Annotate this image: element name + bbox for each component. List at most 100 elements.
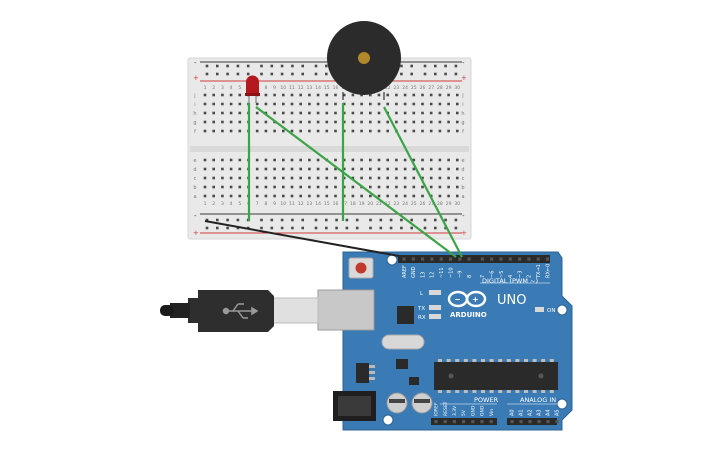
- breadboard-hole[interactable]: [334, 120, 337, 124]
- breadboard-hole[interactable]: [456, 93, 459, 97]
- rail-hole[interactable]: [335, 218, 338, 222]
- rail-hole[interactable]: [355, 226, 359, 230]
- breadboard-hole[interactable]: [447, 176, 450, 180]
- breadboard-hole[interactable]: [421, 111, 424, 115]
- breadboard-hole[interactable]: [203, 167, 207, 171]
- breadboard-hole[interactable]: [395, 93, 398, 97]
- rail-hole[interactable]: [301, 72, 304, 76]
- breadboard-hole[interactable]: [429, 176, 433, 180]
- breadboard-hole[interactable]: [282, 194, 285, 198]
- breadboard-hole[interactable]: [229, 120, 233, 124]
- rail-hole[interactable]: [216, 226, 219, 230]
- rail-hole[interactable]: [205, 226, 209, 230]
- breadboard-hole[interactable]: [386, 93, 389, 97]
- power-pin-socket[interactable]: [443, 420, 447, 424]
- breadboard-hole[interactable]: [412, 176, 416, 180]
- breadboard-hole[interactable]: [421, 176, 424, 180]
- breadboard-hole[interactable]: [264, 102, 268, 106]
- rail-hole[interactable]: [314, 64, 318, 68]
- breadboard-hole[interactable]: [377, 93, 381, 97]
- breadboard-hole[interactable]: [282, 176, 285, 180]
- breadboard-hole[interactable]: [316, 158, 320, 162]
- power-pin-socket[interactable]: [434, 420, 438, 424]
- breadboard-hole[interactable]: [308, 185, 311, 189]
- breadboard-hole[interactable]: [325, 93, 329, 97]
- rail-hole[interactable]: [270, 218, 274, 222]
- rail-hole[interactable]: [423, 64, 427, 68]
- breadboard-hole[interactable]: [412, 129, 416, 133]
- power-pin-socket[interactable]: [480, 420, 484, 424]
- rail-hole[interactable]: [236, 64, 240, 68]
- breadboard-hole[interactable]: [325, 120, 329, 124]
- breadboard-hole[interactable]: [456, 176, 459, 180]
- wires[interactable]: [204, 103, 463, 258]
- breadboard-hole[interactable]: [360, 129, 363, 133]
- breadboard-hole[interactable]: [351, 158, 355, 162]
- rail-hole[interactable]: [454, 218, 458, 222]
- breadboard-hole[interactable]: [438, 194, 442, 198]
- rail-hole[interactable]: [226, 64, 229, 68]
- breadboard-hole[interactable]: [429, 111, 433, 115]
- breadboard-hole[interactable]: [403, 167, 407, 171]
- breadboard-hole[interactable]: [334, 185, 337, 189]
- digital-pin-socket[interactable]: [480, 257, 484, 261]
- breadboard-hole[interactable]: [395, 102, 398, 106]
- breadboard-hole[interactable]: [282, 167, 285, 171]
- breadboard-hole[interactable]: [212, 93, 215, 97]
- breadboard-hole[interactable]: [429, 102, 433, 106]
- breadboard-hole[interactable]: [299, 176, 302, 180]
- breadboard-hole[interactable]: [316, 102, 320, 106]
- rail-hole[interactable]: [369, 226, 372, 230]
- breadboard-hole[interactable]: [377, 158, 381, 162]
- breadboard-hole[interactable]: [316, 185, 320, 189]
- breadboard-hole[interactable]: [421, 158, 424, 162]
- breadboard-hole[interactable]: [342, 129, 346, 133]
- breadboard-hole[interactable]: [229, 176, 233, 180]
- rail-hole[interactable]: [454, 64, 458, 68]
- breadboard-hole[interactable]: [351, 129, 355, 133]
- breadboard-hole[interactable]: [447, 185, 450, 189]
- breadboard-hole[interactable]: [290, 158, 294, 162]
- breadboard-hole[interactable]: [238, 194, 242, 198]
- rail-hole[interactable]: [280, 226, 284, 230]
- rail-hole[interactable]: [434, 64, 437, 68]
- breadboard-hole[interactable]: [299, 185, 302, 189]
- rail-hole[interactable]: [216, 218, 219, 222]
- rail-hole[interactable]: [410, 72, 413, 76]
- rail-hole[interactable]: [423, 72, 427, 76]
- breadboard-hole[interactable]: [412, 194, 416, 198]
- breadboard-hole[interactable]: [421, 194, 424, 198]
- breadboard-hole[interactable]: [221, 102, 224, 106]
- rail-hole[interactable]: [454, 72, 458, 76]
- rail-hole[interactable]: [226, 72, 229, 76]
- breadboard-hole[interactable]: [403, 185, 407, 189]
- rail-hole[interactable]: [423, 218, 427, 222]
- breadboard-hole[interactable]: [203, 194, 207, 198]
- breadboard-hole[interactable]: [447, 111, 450, 115]
- breadboard-hole[interactable]: [273, 158, 276, 162]
- breadboard-hole[interactable]: [212, 185, 215, 189]
- breadboard-hole[interactable]: [212, 194, 215, 198]
- rail-hole[interactable]: [454, 226, 458, 230]
- breadboard-hole[interactable]: [403, 120, 407, 124]
- breadboard-hole[interactable]: [299, 93, 302, 97]
- breadboard-hole[interactable]: [221, 176, 224, 180]
- breadboard-hole[interactable]: [282, 158, 285, 162]
- rail-hole[interactable]: [400, 72, 403, 76]
- breadboard-hole[interactable]: [395, 120, 398, 124]
- wire-ground-rail-to-gnd[interactable]: [204, 220, 400, 257]
- rail-hole[interactable]: [423, 226, 427, 230]
- digital-pin-socket[interactable]: [421, 257, 425, 261]
- rail-hole[interactable]: [314, 218, 318, 222]
- breadboard-hole[interactable]: [360, 158, 363, 162]
- digital-pin-socket[interactable]: [411, 257, 415, 261]
- breadboard-hole[interactable]: [238, 129, 242, 133]
- breadboard-hole[interactable]: [221, 185, 224, 189]
- breadboard-hole[interactable]: [264, 167, 268, 171]
- breadboard-hole[interactable]: [229, 111, 233, 115]
- breadboard-hole[interactable]: [438, 158, 442, 162]
- breadboard-hole[interactable]: [438, 93, 442, 97]
- breadboard-hole[interactable]: [438, 176, 442, 180]
- breadboard-hole[interactable]: [290, 185, 294, 189]
